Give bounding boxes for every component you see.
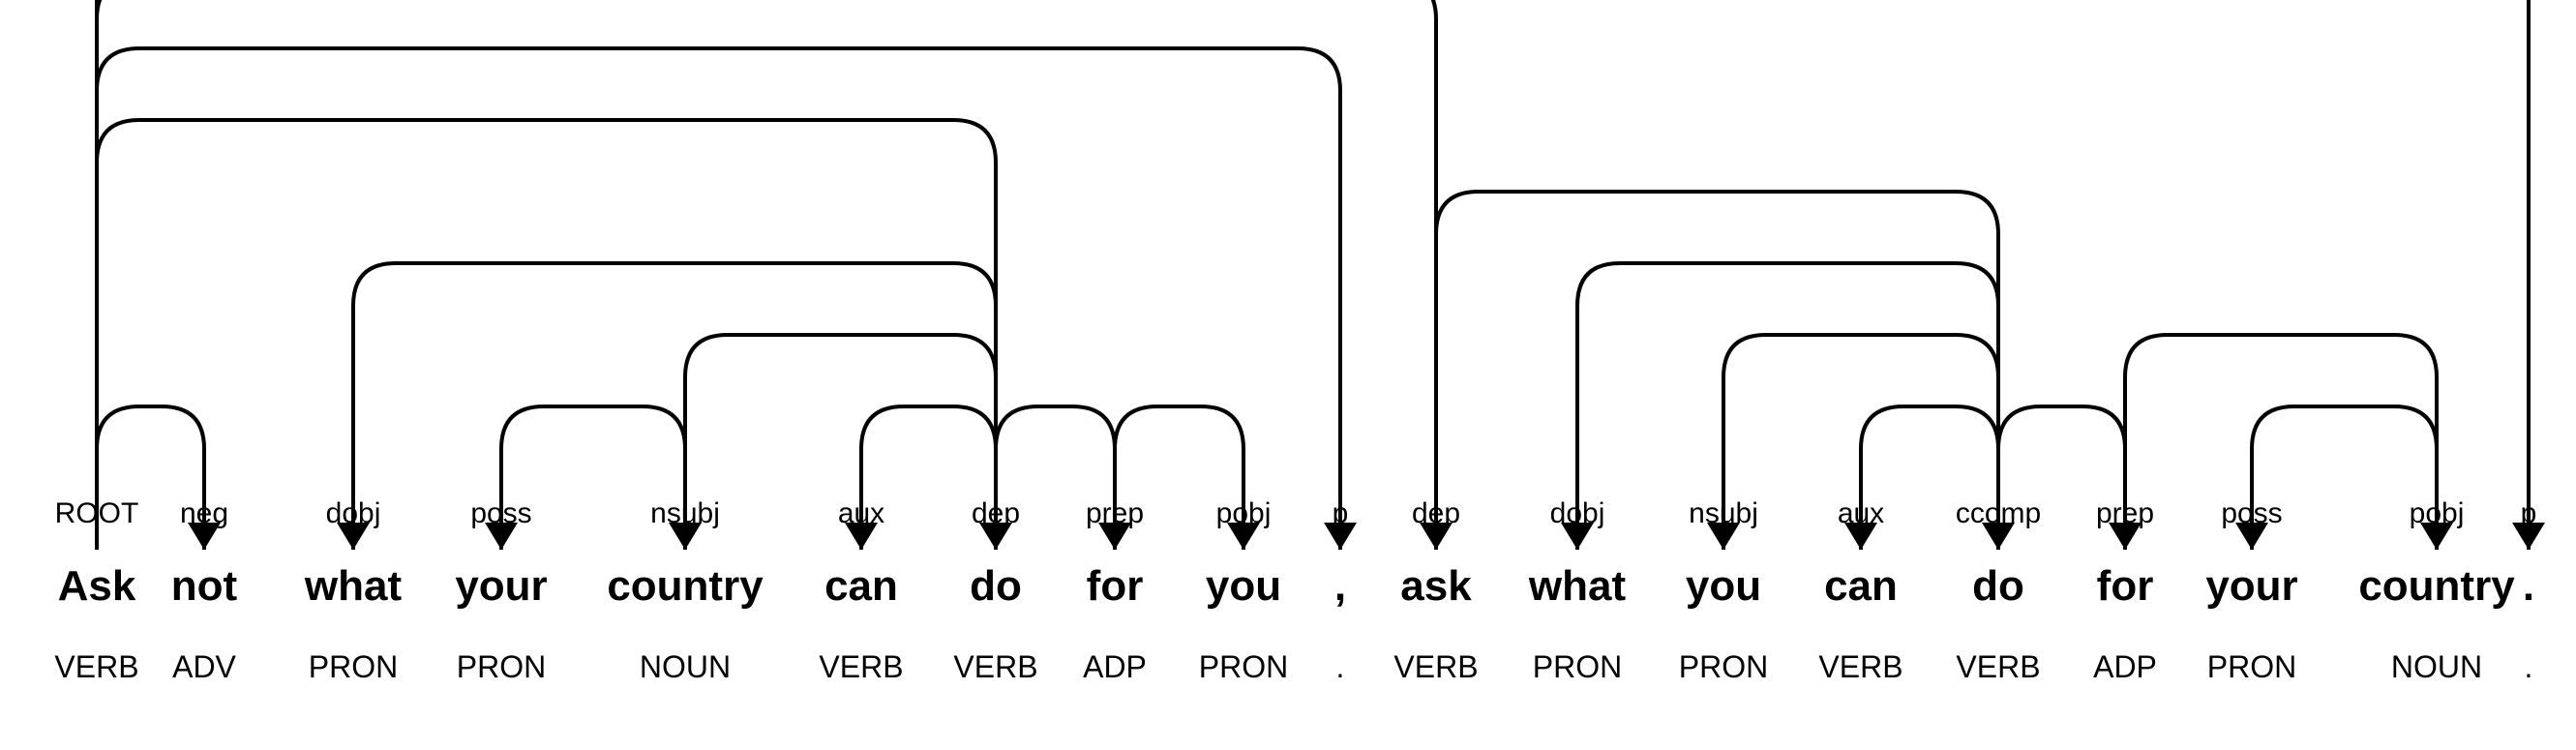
arc-p-0-18 xyxy=(95,0,2531,550)
arrowhead-aux-13 xyxy=(1844,523,1877,550)
arrowhead-nsubj-4 xyxy=(669,523,702,550)
dep-label-16: poss xyxy=(2221,497,2282,529)
arc-dobj-6-2 xyxy=(351,261,998,550)
arc-dobj-14-11 xyxy=(1575,261,2000,550)
arrowhead-poss-3 xyxy=(485,523,518,550)
token-tag-16: PRON xyxy=(2207,649,2296,684)
arrowhead-nsubj-12 xyxy=(1707,523,1740,550)
token-word-1[interactable]: not xyxy=(171,562,238,610)
token-word-4[interactable]: country xyxy=(607,562,764,610)
token-tag-13: VERB xyxy=(1818,649,1902,684)
token-word-6[interactable]: do xyxy=(970,562,1022,610)
token-word-2[interactable]: what xyxy=(304,562,403,610)
dep-label-3: poss xyxy=(470,497,531,529)
arc-neg-0-1 xyxy=(95,405,206,550)
token-word-13[interactable]: can xyxy=(1824,562,1898,610)
arc-pobj-7-8 xyxy=(1113,405,1245,550)
dep-label-10: dep xyxy=(1412,497,1460,529)
arc-p-0-9 xyxy=(95,46,1342,550)
token-word-18[interactable]: . xyxy=(2523,562,2534,610)
arc-dep-0-6 xyxy=(95,118,998,550)
dep-label-13: aux xyxy=(1838,497,1884,529)
arc-aux-14-13 xyxy=(1859,405,2000,550)
token-tag-14: VERB xyxy=(1956,649,2040,684)
arrowhead-aux-5 xyxy=(845,523,878,550)
arc-nsubj-14-12 xyxy=(1722,333,2000,550)
dep-label-8: pobj xyxy=(1216,497,1272,529)
token-tag-9: . xyxy=(1336,649,1345,684)
dep-label-5: aux xyxy=(838,497,884,529)
arc-aux-6-5 xyxy=(859,405,998,550)
arc-poss-17-16 xyxy=(2250,405,2439,550)
token-word-8[interactable]: you xyxy=(1206,562,1281,610)
dep-label-15: prep xyxy=(2096,497,2154,529)
dep-label-7: prep xyxy=(1086,497,1144,529)
token-word-12[interactable]: you xyxy=(1686,562,1761,610)
token-word-3[interactable]: your xyxy=(455,562,547,610)
dep-label-1: neg xyxy=(180,497,228,529)
token-tag-7: ADP xyxy=(1083,649,1147,684)
token-tag-5: VERB xyxy=(819,649,903,684)
arrowhead-neg-1 xyxy=(188,523,221,550)
token-tag-3: PRON xyxy=(457,649,546,684)
arc-label-layer: ROOT neg dobj poss nsubj aux dep prep pobj p dep do… xyxy=(55,497,2537,529)
arc-nsubj-6-4 xyxy=(683,333,998,550)
dep-label-9: p xyxy=(1333,497,1349,529)
arrowhead-dobj-2 xyxy=(337,523,370,550)
token-tag-17: NOUN xyxy=(2391,649,2482,684)
arc-layer xyxy=(95,0,2545,550)
arrowhead-pobj-17 xyxy=(2420,523,2453,550)
dep-label-4: nsubj xyxy=(650,497,720,529)
arc-poss-4-3 xyxy=(499,405,687,550)
dep-label-2: dobj xyxy=(326,497,381,529)
dep-label-0: ROOT xyxy=(55,497,139,529)
arrowhead-p-9 xyxy=(1324,523,1357,550)
dep-label-6: dep xyxy=(972,497,1020,529)
token-tag-0: VERB xyxy=(54,649,138,684)
arc-dep-0-10 xyxy=(95,0,1438,550)
token-tag-10: VERB xyxy=(1393,649,1478,684)
token-tag-1: ADV xyxy=(172,649,236,684)
arrowhead-poss-16 xyxy=(2235,523,2268,550)
token-word-0[interactable]: Ask xyxy=(58,562,136,610)
token-word-10[interactable]: ask xyxy=(1400,562,1472,610)
arc-prep-6-7 xyxy=(994,405,1117,550)
token-tag-18: . xyxy=(2525,649,2533,684)
token-tag-11: PRON xyxy=(1533,649,1622,684)
token-tag-6: VERB xyxy=(953,649,1037,684)
arc-prep-14-15 xyxy=(1996,405,2127,550)
token-tag-8: PRON xyxy=(1199,649,1288,684)
dep-label-11: dobj xyxy=(1550,497,1605,529)
token-tag-2: PRON xyxy=(309,649,398,684)
dep-label-18: p xyxy=(2521,497,2537,529)
token-word-17[interactable]: country xyxy=(2358,562,2515,610)
token-word-15[interactable]: for xyxy=(2097,562,2154,610)
token-word-5[interactable]: can xyxy=(824,562,898,610)
dep-label-17: pobj xyxy=(2410,497,2465,529)
arrowhead-pobj-8 xyxy=(1227,523,1260,550)
arc-ccomp-10-14 xyxy=(1434,190,2000,550)
token-tag-12: PRON xyxy=(1679,649,1768,684)
token-word-9[interactable]: , xyxy=(1334,562,1346,610)
token-word-11[interactable]: what xyxy=(1528,562,1627,610)
arrowhead-dobj-11 xyxy=(1561,523,1594,550)
dep-label-12: nsubj xyxy=(1689,497,1758,529)
token-word-7[interactable]: for xyxy=(1087,562,1144,610)
token-word-14[interactable]: do xyxy=(1972,562,2024,610)
token-tag-4: NOUN xyxy=(640,649,731,684)
dep-label-14: ccomp xyxy=(1956,497,2041,529)
token-word-16[interactable]: your xyxy=(2205,562,2297,610)
arrowhead-p-18 xyxy=(2512,523,2545,550)
arc-pobj-15-17 xyxy=(2123,333,2439,550)
token-tag-15: ADP xyxy=(2093,649,2157,684)
